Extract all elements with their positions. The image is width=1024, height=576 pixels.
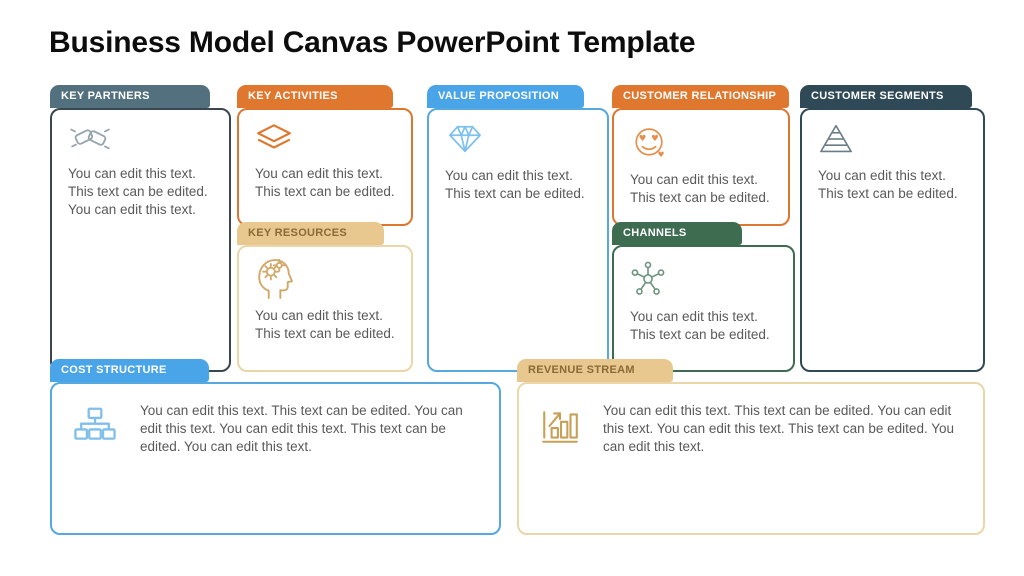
customer-segments-header[interactable]: CUSTOMER SEGMENTS <box>800 85 972 108</box>
value-proposition-card[interactable]: You can edit this text. This text can be… <box>427 108 609 372</box>
block-customer-segments: CUSTOMER SEGMENTS You can edit this text… <box>800 85 985 372</box>
smiley-hearts-icon: ♥ ♥ ♥ <box>630 123 772 159</box>
customer-relationship-header[interactable]: CUSTOMER RELATIONSHIP <box>612 85 789 108</box>
block-key-activities: KEY ACTIVITIES You can edit this text. T… <box>237 85 413 226</box>
key-resources-card[interactable]: You can edit this text. This text can be… <box>237 245 413 372</box>
revenue-stream-card[interactable]: You can edit this text. This text can be… <box>517 382 985 535</box>
block-revenue-stream: REVENUE STREAM You can edit this text. T… <box>517 359 985 535</box>
head-gears-icon <box>255 255 395 301</box>
key-partners-header[interactable]: KEY PARTNERS <box>50 85 210 108</box>
customer-relationship-text[interactable]: You can edit this text. This text can be… <box>630 172 770 205</box>
key-activities-card[interactable]: You can edit this text. This text can be… <box>237 108 413 226</box>
value-proposition-text[interactable]: You can edit this text. This text can be… <box>445 168 585 201</box>
svg-text:♥: ♥ <box>658 150 665 159</box>
revenue-stream-header[interactable]: REVENUE STREAM <box>517 359 673 382</box>
bar-chart-icon <box>539 406 581 446</box>
block-customer-relationship: CUSTOMER RELATIONSHIP ♥ ♥ ♥ You can edit… <box>612 85 790 226</box>
diamond-icon <box>445 123 591 155</box>
key-resources-text[interactable]: You can edit this text. This text can be… <box>255 308 395 341</box>
value-proposition-header[interactable]: VALUE PROPOSITION <box>427 85 584 108</box>
customer-segments-card[interactable]: You can edit this text. This text can be… <box>800 108 985 372</box>
block-channels: CHANNELS You can edit this text. This te… <box>612 222 795 372</box>
network-icon <box>630 260 777 296</box>
block-cost-structure: COST STRUCTURE You can edit this text. T… <box>50 359 501 535</box>
channels-card[interactable]: You can edit this text. This text can be… <box>612 245 795 372</box>
svg-text:♥: ♥ <box>651 134 659 144</box>
channels-header[interactable]: CHANNELS <box>612 222 742 245</box>
block-value-proposition: VALUE PROPOSITION You can edit this text… <box>427 85 609 372</box>
cost-structure-header[interactable]: COST STRUCTURE <box>50 359 209 382</box>
block-key-partners: KEY PARTNERS You can edit this text. Thi… <box>50 85 231 372</box>
revenue-stream-text[interactable]: You can edit this text. This text can be… <box>603 403 954 454</box>
slide-title[interactable]: Business Model Canvas PowerPoint Templat… <box>49 26 696 59</box>
key-partners-text[interactable]: You can edit this text. This text can be… <box>68 166 208 217</box>
pyramid-icon <box>818 123 967 155</box>
block-key-resources: KEY RESOURCES You can edit this text. Th… <box>237 222 413 372</box>
handshake-icon <box>68 123 213 153</box>
cost-structure-card[interactable]: You can edit this text. This text can be… <box>50 382 501 535</box>
key-resources-header[interactable]: KEY RESOURCES <box>237 222 384 245</box>
key-activities-header[interactable]: KEY ACTIVITIES <box>237 85 393 108</box>
channels-text[interactable]: You can edit this text. This text can be… <box>630 309 770 342</box>
svg-text:♥: ♥ <box>639 134 647 144</box>
customer-segments-text[interactable]: You can edit this text. This text can be… <box>818 168 958 201</box>
customer-relationship-card[interactable]: ♥ ♥ ♥ You can edit this text. This text … <box>612 108 790 226</box>
key-activities-text[interactable]: You can edit this text. This text can be… <box>255 166 395 199</box>
cost-structure-text[interactable]: You can edit this text. This text can be… <box>140 403 463 454</box>
key-partners-card[interactable]: You can edit this text. This text can be… <box>50 108 231 372</box>
layers-icon <box>255 123 395 153</box>
org-chart-icon <box>72 406 118 446</box>
